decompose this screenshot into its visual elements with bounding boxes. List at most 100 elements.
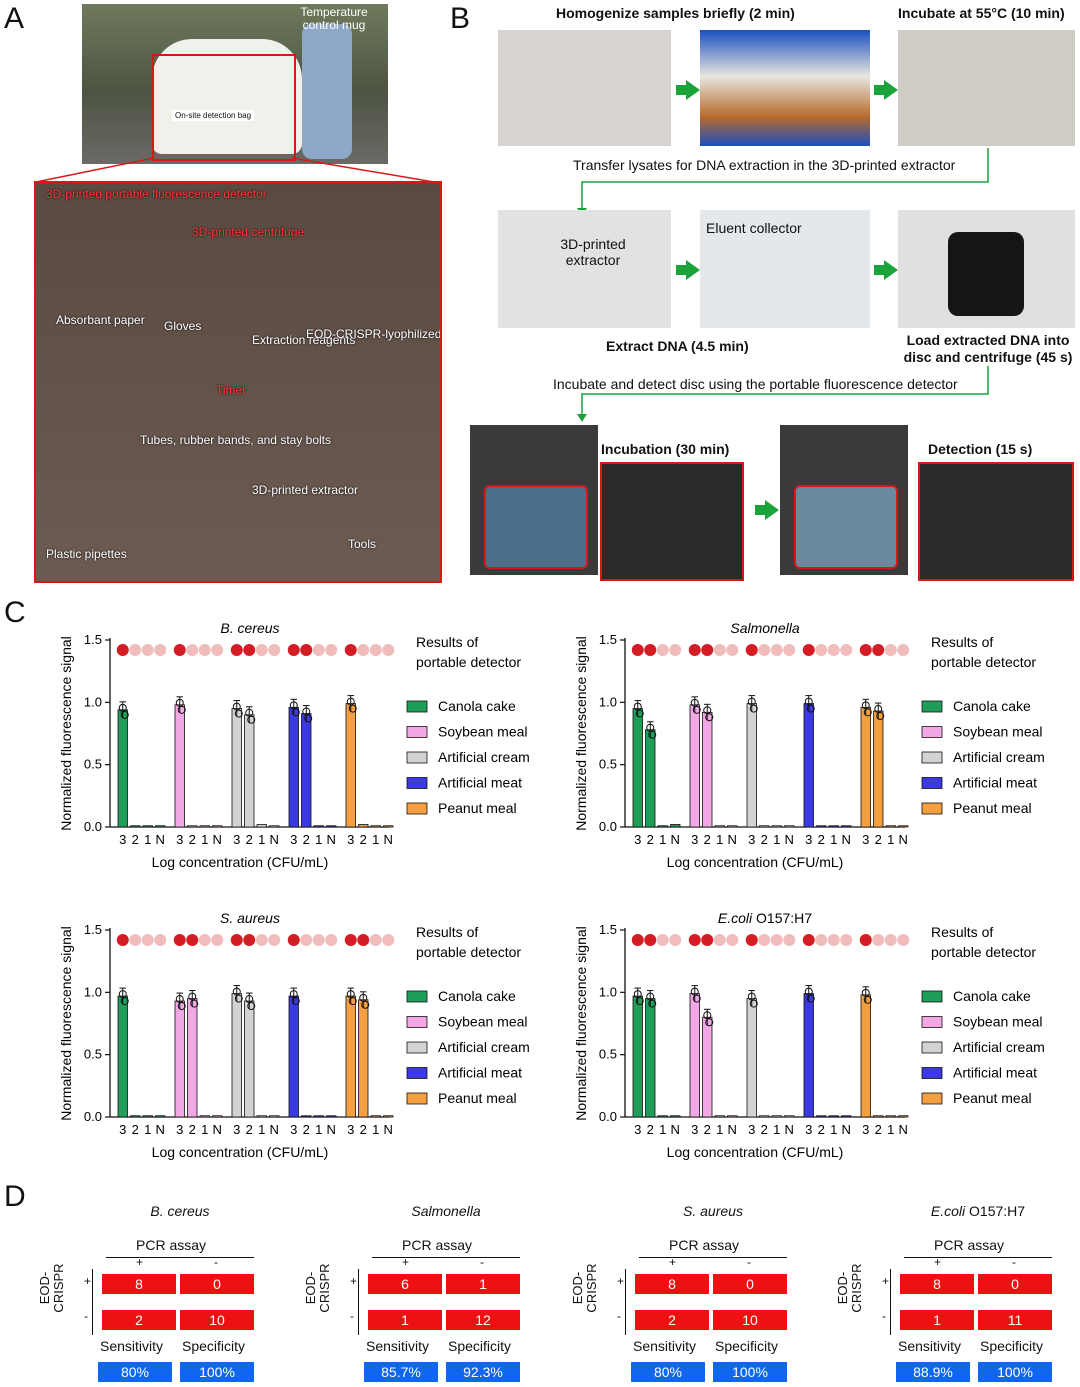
panel-label-d: D	[4, 1180, 26, 1213]
table-species: Salmonella	[411, 1203, 481, 1219]
photo-eluent: Eluent collector	[700, 210, 870, 328]
legend-label: Canola cake	[438, 988, 516, 1004]
bar	[358, 824, 369, 828]
data-point	[289, 990, 298, 999]
panel-label-a: A	[4, 2, 25, 35]
x-tick-label: N	[899, 832, 908, 847]
detector-result-dot	[884, 643, 897, 656]
table-title: Salmonella	[346, 1203, 546, 1219]
x-tick-label: 1	[144, 832, 151, 847]
bar	[898, 1115, 909, 1118]
eod-label: EOD-CRISPR	[303, 1263, 332, 1313]
pcr-rule	[639, 1257, 787, 1258]
bar	[155, 1115, 166, 1118]
detector-result-dot	[116, 643, 129, 656]
detector-result-dot	[758, 933, 771, 946]
legend-swatch	[921, 700, 943, 713]
bar	[174, 704, 185, 828]
bar	[670, 1115, 681, 1118]
detector-result-dot	[287, 643, 300, 656]
data-point	[361, 1000, 370, 1009]
detection-caption: Detection (15 s)	[928, 441, 1033, 457]
detector-result-dot	[255, 643, 268, 656]
specificity-value: 100%	[978, 1362, 1052, 1382]
bar	[657, 1115, 668, 1118]
legend-swatch	[921, 1041, 943, 1054]
bar	[269, 825, 280, 828]
x-tick-label: N	[899, 1122, 908, 1137]
legend-title-line1: Results of	[416, 634, 478, 650]
bar	[714, 825, 725, 828]
y-tick-label: 1.5	[599, 632, 617, 647]
chart-title: Salmonella	[730, 620, 799, 636]
pcr-assay-label: PCR assay	[669, 1237, 740, 1253]
detector-result-dot	[344, 933, 357, 946]
pcr-assay-label: PCR assay	[136, 1237, 207, 1253]
bar	[244, 714, 255, 828]
data-point	[703, 1011, 712, 1020]
legend-title-line1: Results of	[931, 924, 993, 940]
detector-result-dot	[669, 933, 682, 946]
legend-label: Artificial meat	[438, 775, 522, 791]
data-point	[177, 705, 186, 714]
data-point	[806, 994, 815, 1003]
data-point	[304, 714, 313, 723]
bar	[645, 998, 656, 1118]
x-tick-label: 3	[290, 1122, 297, 1137]
detector-result-dot	[211, 643, 224, 656]
detector-result-dot	[688, 933, 701, 946]
x-tick-label: 1	[372, 1122, 379, 1137]
x-tick-label: 3	[634, 832, 641, 847]
y-tick-label: 0.0	[599, 819, 617, 834]
legend-label: Canola cake	[953, 698, 1031, 714]
x-tick-label: 3	[290, 832, 297, 847]
legend-swatch	[921, 802, 943, 815]
photo-detection	[918, 462, 1074, 581]
bar	[702, 1016, 713, 1118]
cell-tn: 10	[713, 1310, 787, 1330]
legend-swatch	[406, 751, 428, 764]
x-tick-label: 1	[258, 1122, 265, 1137]
x-tick-label: 3	[748, 1122, 755, 1137]
detector-result-dot	[726, 933, 739, 946]
detector-result-dot	[701, 933, 714, 946]
x-tick-label: 2	[875, 832, 882, 847]
legend-label: Artificial meat	[953, 775, 1037, 791]
confusion-table: S. aureus PCR assay + - EOD-CRISPR + - 8…	[570, 1203, 803, 1383]
sensitivity-value: 85.7%	[364, 1362, 438, 1382]
chart-title: B. cereus	[220, 620, 279, 636]
detector-result-dot	[783, 643, 796, 656]
y-axis-label: Normalized fluorescence signal	[573, 636, 589, 831]
x-tick-label: 1	[773, 1122, 780, 1137]
legend-title-line1: Results of	[931, 634, 993, 650]
detector-result-dot	[770, 643, 783, 656]
detector-result-dot	[357, 933, 370, 946]
bar	[670, 824, 681, 828]
detector-result-dot	[325, 933, 338, 946]
legend-label: Artificial meat	[953, 1065, 1037, 1081]
data-point	[348, 997, 357, 1006]
eod-minus: -	[617, 1309, 621, 1323]
sensitivity-value: 88.9%	[896, 1362, 970, 1382]
detector-result-dot	[173, 933, 186, 946]
x-tick-label: N	[213, 832, 222, 847]
legend-label: Artificial cream	[953, 749, 1045, 765]
legend-label: Artificial meat	[438, 1065, 522, 1081]
data-point	[118, 703, 127, 712]
chart-title: E.coli O157:H7	[718, 910, 812, 926]
detector-result-dot	[186, 643, 199, 656]
x-tick-label: 2	[189, 1122, 196, 1137]
eod-rule	[625, 1269, 626, 1335]
detector-result-dot	[325, 643, 338, 656]
detector-result-dot	[644, 643, 657, 656]
x-axis-label: Log concentration (CFU/mL)	[667, 854, 844, 870]
x-tick-label: N	[728, 832, 737, 847]
bar	[746, 998, 757, 1118]
data-point	[690, 698, 699, 707]
confusion-table: Salmonella PCR assay + - EOD-CRISPR + - …	[303, 1203, 536, 1383]
photo-detector-1	[470, 425, 598, 575]
incubation-caption: Incubation (30 min)	[601, 441, 730, 457]
cell-tp: 8	[102, 1274, 176, 1294]
detector-result-dot	[312, 643, 325, 656]
